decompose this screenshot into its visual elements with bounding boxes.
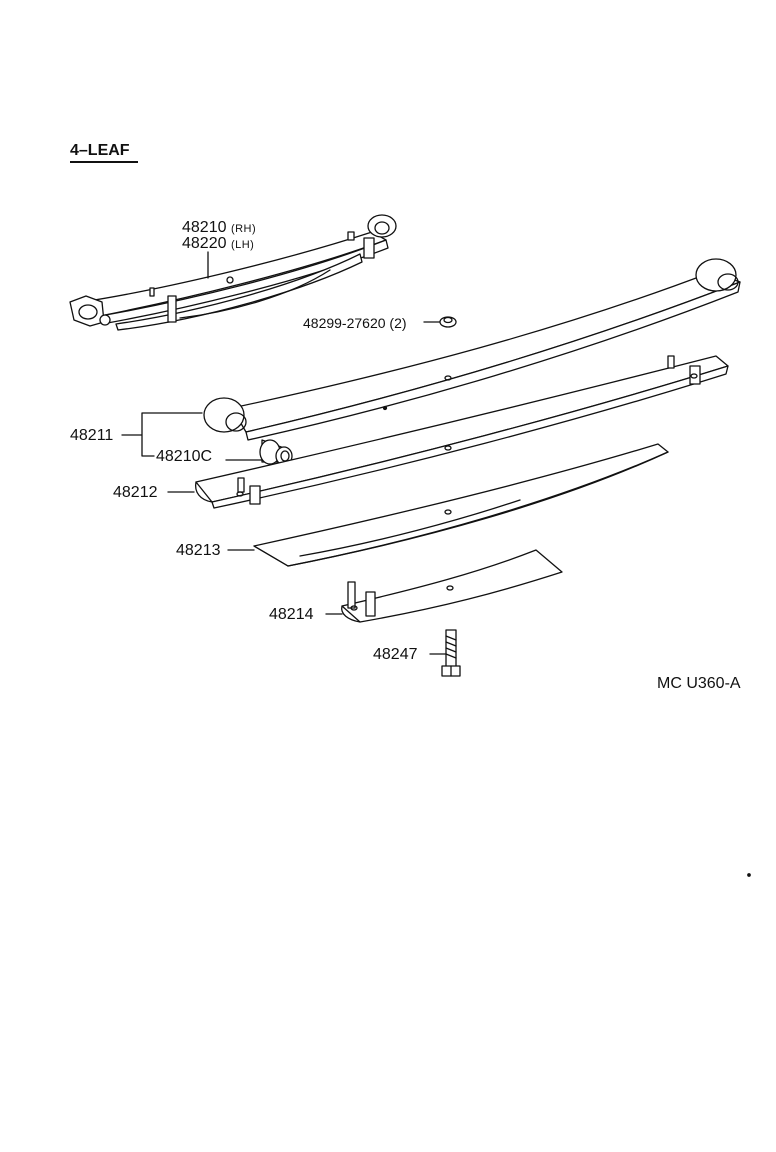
bushing[interactable] [259, 439, 293, 466]
center-bolt[interactable] [441, 629, 461, 677]
title-underline [70, 161, 138, 163]
label-48299: 48299-27620 (2) [303, 316, 407, 330]
diagram-title: 4–LEAF [70, 142, 130, 159]
side-rh: (RH) [230, 223, 257, 235]
part-number-48220: 48220 [182, 235, 227, 252]
second-leaf[interactable] [194, 355, 729, 509]
label-48220: 48220 (LH) [182, 236, 254, 252]
label-48247: 48247 [373, 646, 418, 663]
side-lh: (LH) [230, 239, 255, 251]
stray-dot [747, 873, 751, 877]
label-48214: 48214 [269, 606, 314, 623]
fourth-leaf[interactable] [341, 549, 563, 623]
nut[interactable] [439, 316, 457, 328]
leaf-spring-assembly[interactable] [69, 214, 397, 331]
quantity-48299: (2) [389, 315, 407, 331]
label-48213: 48213 [176, 542, 221, 559]
part-number-48299: 48299-27620 [303, 315, 386, 331]
label-48212: 48212 [113, 484, 158, 501]
part-number-48210: 48210 [182, 219, 227, 236]
label-48210c: 48210C [156, 448, 213, 465]
leader-48211 [121, 412, 203, 457]
third-leaf[interactable] [253, 443, 669, 567]
label-48211: 48211 [70, 427, 114, 444]
label-48210: 48210 (RH) [182, 220, 256, 236]
main-leaf[interactable] [203, 258, 741, 441]
figure-code: MC U360-A [657, 675, 741, 692]
